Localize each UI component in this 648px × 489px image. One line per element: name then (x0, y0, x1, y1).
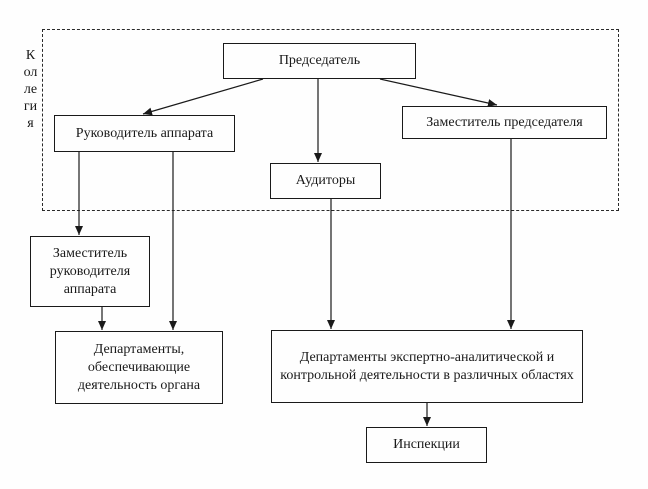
node-inspections: Инспекции (366, 427, 487, 463)
node-expert-departments-label: Департаменты экспертно-аналитической и к… (280, 349, 574, 383)
node-auditors-label: Аудиторы (295, 173, 356, 188)
collegium-vertical-label: Коллегия (23, 48, 38, 131)
node-deputy-chairman-label: Заместитель председателя (426, 114, 583, 130)
node-chairman-label: Председатель (278, 53, 361, 68)
node-chairman: Председатель (223, 43, 416, 79)
node-deputy-chairman: Заместитель председателя (402, 106, 607, 139)
node-deputy-head-of-staff-label: Заместитель руководителя аппарата (49, 245, 131, 297)
node-expert-departments: Департаменты экспертно-аналитической и к… (271, 330, 583, 403)
node-support-departments-label: Департаменты, обеспечивающие деятельност… (77, 341, 201, 393)
node-head-of-staff: Руководитель аппарата (54, 115, 235, 152)
node-deputy-head-of-staff: Заместитель руководителя аппарата (30, 236, 150, 307)
node-auditors: Аудиторы (270, 163, 381, 199)
node-head-of-staff-label: Руководитель аппарата (75, 125, 214, 141)
node-inspections-label: Инспекции (393, 437, 460, 452)
node-support-departments: Департаменты, обеспечивающие деятельност… (55, 331, 223, 404)
